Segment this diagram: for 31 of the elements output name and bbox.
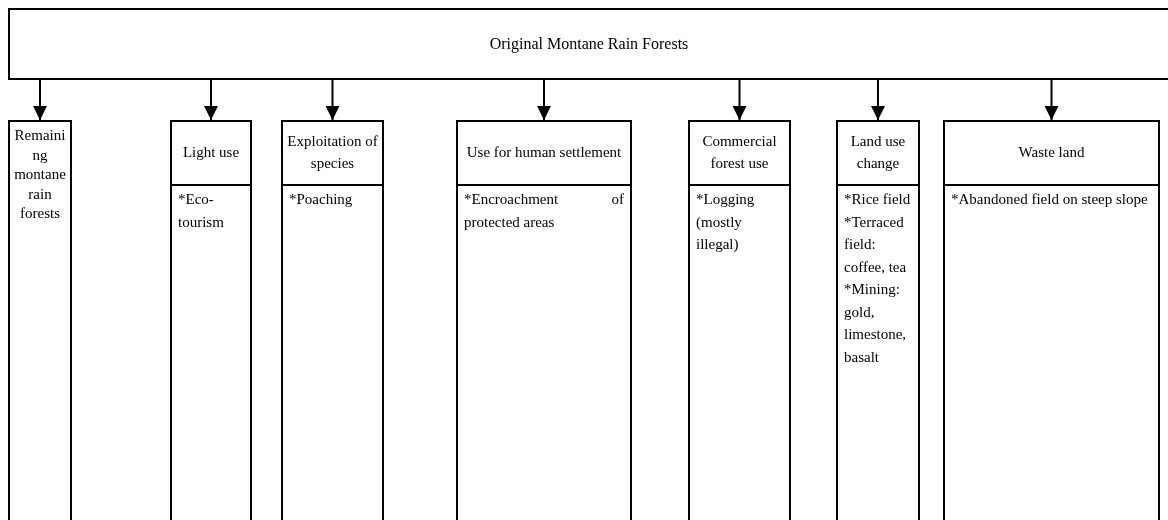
- category-heading: Waste land: [945, 122, 1158, 186]
- arrow: [871, 79, 885, 121]
- category-heading: Remaining montane rain forests: [13, 126, 67, 223]
- arrow: [204, 79, 218, 121]
- category-heading: Use for human settlement: [458, 122, 630, 186]
- example-text: *Abandoned field on steep slope: [951, 190, 1149, 209]
- example-text: *Encroachment of protected areas: [464, 190, 624, 232]
- example-text: *Mining: gold, limestone, basalt: [844, 280, 908, 367]
- example-text: *Terraced field: coffee, tea: [844, 212, 908, 277]
- category-box: [170, 120, 252, 520]
- category-box: [688, 120, 791, 520]
- example-text: *Poaching: [289, 190, 354, 209]
- category-box: [8, 120, 72, 520]
- example-text: *Eco-tourism: [178, 190, 225, 232]
- arrow: [1044, 79, 1059, 121]
- arrow: [732, 79, 747, 121]
- arrow: [33, 79, 47, 121]
- title-text: Original Montane Rain Forests: [488, 34, 690, 55]
- example-text: *Logging (mostly illegal): [696, 190, 756, 254]
- arrow: [537, 79, 551, 121]
- category-heading: Light use: [172, 122, 250, 186]
- category-heading: Commercial forest use: [690, 122, 789, 186]
- example-text: *Rice field: [844, 190, 912, 209]
- category-box: [281, 120, 384, 520]
- category-box: [836, 120, 920, 520]
- category-box: [456, 120, 632, 520]
- category-heading: Exploitation of species: [283, 122, 382, 186]
- root-box: [8, 8, 1168, 80]
- category-heading: Land use change: [838, 122, 918, 186]
- arrow: [325, 79, 340, 121]
- category-box: [943, 120, 1160, 520]
